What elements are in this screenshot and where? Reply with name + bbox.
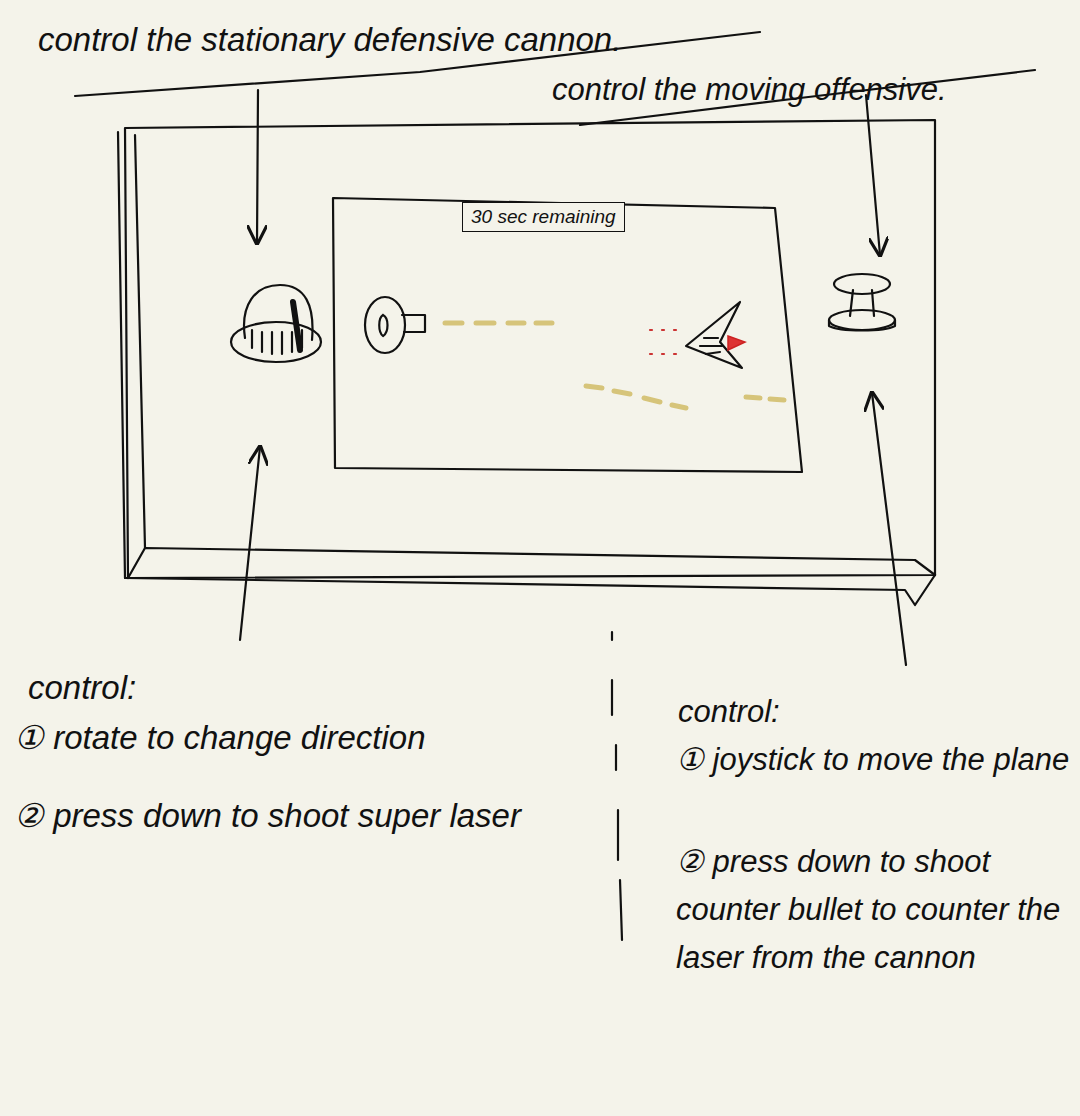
title-note: control the moving offensive.	[552, 66, 947, 114]
control-item: ① rotate to change direction	[14, 712, 604, 763]
control-heading: control:	[678, 688, 978, 736]
timer-box: 30 sec remaining	[462, 202, 625, 232]
control-heading: control:	[28, 662, 328, 713]
timer-text: 30 sec remaining	[471, 206, 616, 227]
control-item: ① joystick to move the plane	[676, 736, 1071, 784]
title-note: control the stationary defensive cannon.	[38, 14, 621, 65]
control-item: ② press down to shoot super laser	[14, 790, 599, 841]
control-item: ② press down to shoot counter bullet to …	[676, 838, 1071, 982]
